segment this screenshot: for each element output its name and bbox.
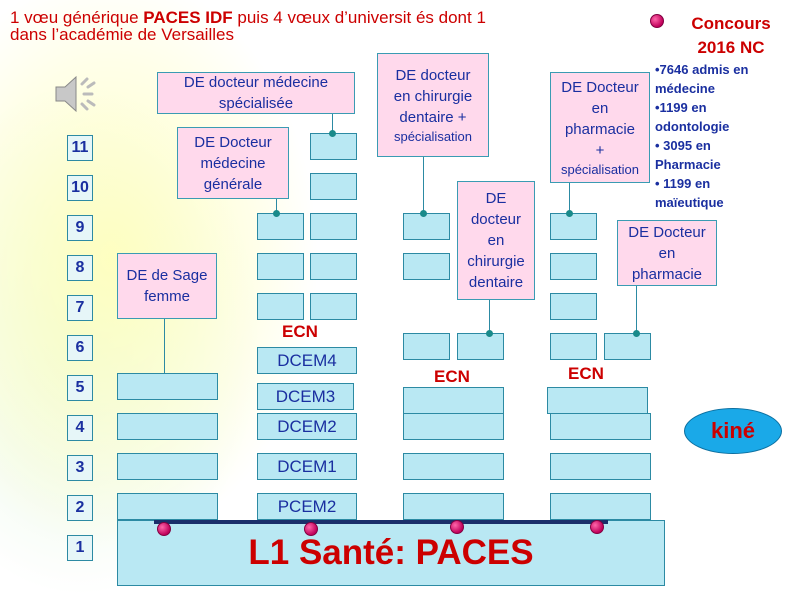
pharma-spec-year-7 [550,293,597,320]
sage-femme-year-3 [117,453,218,480]
magenta-bullet-icon [590,520,604,534]
paces-base-bar [154,520,608,524]
med-spec-year-8 [310,253,357,280]
med-gen-year-9 [257,213,304,240]
connector-line [332,112,333,133]
connector-line [423,157,424,213]
med-spec-year-10 [310,173,357,200]
year-box: 8 [67,255,93,281]
connector-dot [633,330,640,337]
year-box: 2 [67,495,93,521]
year-box: 7 [67,295,93,321]
kine-ellipse: kiné [684,408,782,454]
connector-dot [329,130,336,137]
medicine-stage-box: DCEM1 [257,453,357,480]
year-box: 9 [67,215,93,241]
title-line-2: dans l’académie de Versailles [10,25,234,44]
dent-year-2 [403,493,504,520]
dent-year-3 [403,453,504,480]
dent-year-6 [457,333,504,360]
paces-base-box: L1 Santé: PACES [117,520,665,586]
pharma-year-4 [550,413,651,440]
label-dentaire: DE docteur en chirurgie dentaire [457,181,535,300]
year-box: 10 [67,175,93,201]
label-pharmacie-specialisation: DE Docteur en pharmacie + spécialisation [550,72,650,183]
sage-femme-year-5 [117,373,218,400]
connector-line [636,286,637,333]
connector-line [569,183,570,213]
speaker-icon[interactable] [52,72,102,121]
year-box: 4 [67,415,93,441]
pharma-year-6 [604,333,651,360]
pharma-year-3 [550,453,651,480]
magenta-bullet-icon [304,522,318,536]
label-dentaire-specialisation: DE docteur en chirurgie dentaire + spéci… [377,53,489,157]
ecn-label-medecine: ECN [282,322,318,341]
sage-femme-year-4 [117,413,218,440]
concours-stat-line: • 3095 en [655,138,711,153]
magenta-bullet-icon [157,522,171,536]
slide-title: 1 vœu générique PACES IDF puis 4 vœux d’… [10,9,486,43]
title-line-1: 1 vœu générique PACES IDF puis 4 vœux d’… [10,8,486,27]
label-med-specialisee: DE docteur médecine spécialisée [157,72,355,114]
concours-stat-line: médecine [655,81,715,96]
connector-dot [273,210,280,217]
pharma-year-2 [550,493,651,520]
year-box: 6 [67,335,93,361]
ecn-label-dentaire: ECN [434,367,470,386]
year-box: 11 [67,135,93,161]
med-spec-year-11 [310,133,357,160]
year-box: 5 [67,375,93,401]
year-box: 1 [67,535,93,561]
pharma-year-5 [547,387,648,414]
label-sage-femme: DE de Sage femme [117,253,217,319]
connector-line [489,300,490,333]
med-spec-year-7 [310,293,357,320]
concours-heading: Concours 2016 NC [691,14,771,57]
concours-stat-line: •7646 admis en [655,62,749,77]
connector-dot [566,210,573,217]
connector-line [164,319,165,373]
medicine-stage-box: DCEM2 [257,413,357,440]
concours-stats: •7646 admis en médecine •1199 en odontologi… [655,60,795,212]
connector-dot [420,210,427,217]
dent-spec-year-6 [403,333,450,360]
magenta-bullet-icon [450,520,464,534]
connector-line [276,199,277,213]
medicine-stage-box: PCEM2 [257,493,357,520]
dent-year-4 [403,413,504,440]
concours-stat-line: maïeutique [655,195,724,210]
medicine-stage-box: DCEM4 [257,347,357,374]
med-gen-year-7 [257,293,304,320]
connector-dot [486,330,493,337]
dent-year-5 [403,387,504,414]
ecn-label-pharmacie: ECN [568,364,604,383]
concours-stat-line: •1199 en [655,100,707,115]
med-spec-year-9 [310,213,357,240]
dent-spec-year-8 [403,253,450,280]
year-box: 3 [67,455,93,481]
pharma-spec-year-6 [550,333,597,360]
pharma-spec-year-8 [550,253,597,280]
magenta-bullet-icon [650,14,664,28]
label-pharmacie: DE Docteur en pharmacie [617,220,717,286]
concours-stat-line: odontologie [655,119,730,134]
med-gen-year-8 [257,253,304,280]
concours-stat-line: • 1199 en [655,176,711,191]
dent-spec-year-9 [403,213,450,240]
concours-stat-line: Pharmacie [655,157,721,172]
label-med-generale: DE Docteur médecine générale [177,127,289,199]
medicine-stage-box: DCEM3 [257,383,354,410]
pharma-spec-year-9 [550,213,597,240]
sage-femme-year-2 [117,493,218,520]
